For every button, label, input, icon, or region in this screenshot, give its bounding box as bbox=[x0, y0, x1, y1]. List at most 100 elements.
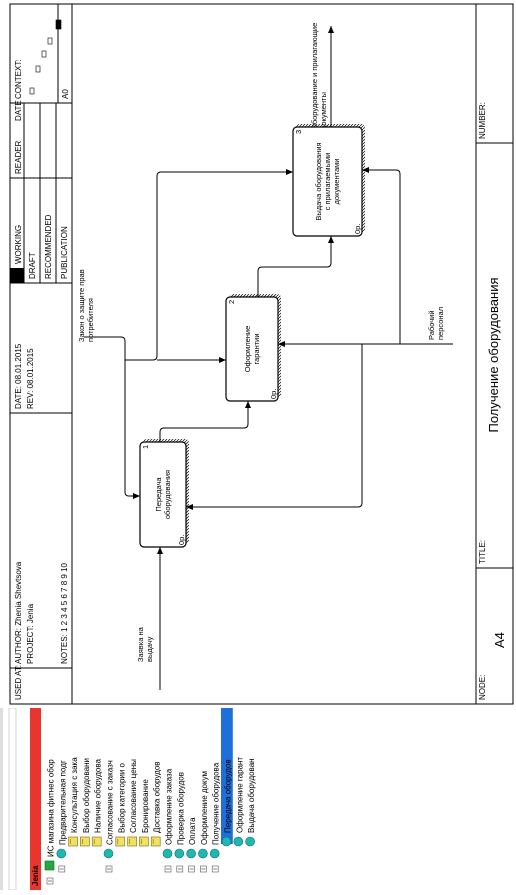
tree-item-label: Консультация с зака bbox=[70, 757, 79, 833]
working-marker bbox=[10, 268, 24, 283]
tree-item[interactable]: Наличие оборудова bbox=[91, 758, 103, 847]
tree-item[interactable]: Оформление докум bbox=[198, 771, 209, 873]
tree-item[interactable]: Проверка оборудов bbox=[174, 772, 186, 873]
box-cost: 0р. bbox=[353, 224, 362, 234]
used-at-label: USED AT: bbox=[14, 665, 23, 700]
title-label: TITLE: bbox=[478, 540, 487, 564]
tree-item-label: ИС магазина фитнес обор bbox=[47, 759, 56, 857]
label-mechanism-line2: персонал bbox=[436, 307, 445, 340]
tree-item[interactable]: Выбор оборудовани bbox=[80, 758, 91, 847]
activity-node-icon bbox=[186, 848, 196, 859]
box-number: 3 bbox=[294, 130, 303, 134]
box-label-line: Оформление bbox=[243, 326, 252, 373]
tree-item-label: Проверка оборудов bbox=[176, 772, 185, 845]
activity-node-icon bbox=[162, 848, 173, 859]
status-working: WORKING bbox=[14, 225, 23, 264]
tree-item[interactable]: Оформление заказа bbox=[162, 768, 174, 873]
panel-scroll-strip[interactable] bbox=[8, 707, 17, 891]
date-column-label: DATE bbox=[14, 100, 23, 121]
label-control-line2: потребителя bbox=[86, 298, 95, 342]
status-recommended: RECOMMENDED bbox=[44, 214, 53, 279]
panel-left-edge bbox=[0, 708, 3, 890]
model-root-icon bbox=[44, 860, 55, 871]
tree-item-label: Оформление заказа bbox=[165, 768, 174, 845]
diagram-canvas: USED AT: AUTHOR: Zhenia Shevtsova PROJEC… bbox=[9, 3, 514, 705]
label-output-line1: Оборудование и прилагающие bbox=[310, 23, 319, 130]
arrow-control-law-box3 bbox=[156, 169, 293, 356]
idef0-diagram: USED AT: AUTHOR: Zhenia Shevtsova PROJEC… bbox=[9, 3, 514, 705]
tree-item[interactable]: Доставка оборудов bbox=[150, 761, 162, 847]
context-thumbnail bbox=[29, 19, 62, 95]
box-label-line: оборудования bbox=[163, 470, 172, 519]
tree-item[interactable]: Выдача оборудован bbox=[245, 758, 257, 847]
box-number: 1 bbox=[141, 445, 150, 449]
tree-item-label: Согласование с заказч bbox=[106, 760, 115, 845]
tree-item[interactable]: Согласование цены bbox=[127, 759, 139, 847]
tree-item[interactable]: Бронирование bbox=[139, 779, 150, 847]
tree-item[interactable]: Выбор категории о bbox=[115, 762, 127, 847]
tree-item-label: Оформление гарант bbox=[235, 757, 244, 833]
arrow-labels: Заявка на выдачу Закон о защите прав пот… bbox=[77, 23, 445, 662]
tree-item[interactable]: Передача оборудов bbox=[221, 708, 233, 847]
rev-label: REV: 08.01.2015 bbox=[26, 348, 35, 409]
arrow-box2-to-box3 bbox=[257, 236, 334, 297]
box-number: 2 bbox=[227, 300, 236, 304]
box-body bbox=[225, 296, 279, 402]
app-title-bar bbox=[30, 708, 41, 890]
label-input-line1: Заявка на bbox=[136, 626, 145, 662]
label-control-line1: Закон о защите прав bbox=[77, 269, 86, 342]
leaf-activity-icon bbox=[139, 836, 149, 847]
node-value: A4 bbox=[492, 632, 507, 648]
activity-node-icon bbox=[174, 848, 185, 859]
tree-item[interactable]: Предварительная подг bbox=[56, 760, 68, 873]
tree-item[interactable]: Оформление гарант bbox=[233, 757, 245, 847]
tree-item-label: Оплата bbox=[188, 817, 197, 845]
tree-item-label: Согласование цены bbox=[129, 759, 138, 833]
leaf-activity-icon bbox=[127, 836, 137, 847]
activity-node-icon bbox=[245, 836, 255, 847]
node-label: NODE: bbox=[478, 675, 487, 700]
tree-item-label: Бронирование bbox=[141, 779, 150, 833]
app-name: Jenia bbox=[31, 865, 40, 886]
arrow-mechanism-staff-box3 bbox=[362, 167, 401, 344]
tree-item[interactable]: Получение оборудова bbox=[209, 762, 221, 873]
box-body bbox=[139, 441, 187, 548]
tree-item[interactable]: ИС магазина фитнес обор bbox=[44, 759, 56, 885]
activity-node-icon bbox=[103, 848, 114, 859]
tree-item-label: Получение оборудова bbox=[212, 762, 221, 845]
box-label-line: документами bbox=[332, 159, 341, 205]
leaf-activity-icon bbox=[91, 836, 102, 847]
arrow-mechanism-staff-box1 bbox=[186, 344, 363, 510]
box-label-line: гарантии bbox=[252, 333, 261, 364]
selection-highlight bbox=[221, 708, 233, 844]
diagram-title: Получение оборудования bbox=[486, 277, 501, 432]
leaf-activity-icon bbox=[68, 836, 78, 847]
author-label: AUTHOR: Zhenia Shevtsova bbox=[14, 561, 23, 664]
connectors bbox=[84, 26, 453, 690]
tree-item[interactable]: Согласование с заказч bbox=[103, 760, 115, 873]
activity-node-icon bbox=[56, 848, 67, 859]
activity-node-icon bbox=[209, 848, 220, 859]
label-output-line2: документы bbox=[319, 92, 328, 130]
status-publication: PUBLICATION bbox=[60, 226, 69, 279]
number-label: NUMBER: bbox=[478, 102, 487, 139]
date-label: DATE: 08.01.2015 bbox=[14, 343, 23, 409]
activity-node-icon bbox=[221, 836, 232, 847]
status-draft: DRAFT bbox=[28, 252, 37, 279]
arrow-control-law-box2 bbox=[125, 352, 226, 360]
box-label-line: с прилагаемыми bbox=[323, 153, 332, 211]
tree-item[interactable]: Консультация с зака bbox=[68, 757, 80, 847]
context-node-label: A0 bbox=[61, 89, 70, 99]
tree-item-label: Доставка оборудов bbox=[153, 761, 162, 833]
tree-item[interactable]: Оплата bbox=[186, 817, 198, 873]
leaf-activity-icon bbox=[80, 836, 90, 847]
leaf-activity-icon bbox=[150, 836, 161, 847]
tree-item-label: Выбор оборудовани bbox=[82, 758, 91, 833]
reader-label: READER bbox=[14, 140, 23, 174]
leaf-activity-icon bbox=[115, 836, 126, 847]
